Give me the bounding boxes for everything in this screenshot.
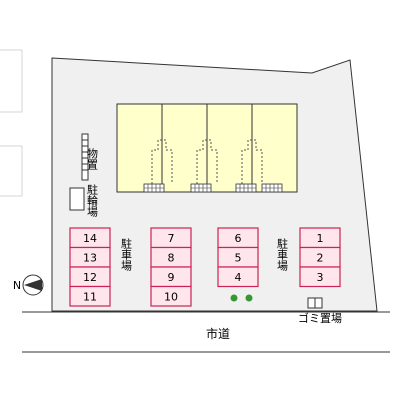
parking-space: [217, 266, 259, 288]
parking-space-number: 11: [83, 291, 97, 304]
apartment-building: [116, 103, 298, 193]
road-label: 市道: [206, 326, 230, 341]
parking-space: [299, 266, 341, 288]
tree-icon: [230, 294, 238, 302]
parking-space-number: 10: [164, 291, 178, 304]
building-unit: [161, 103, 208, 193]
building-unit: [116, 103, 163, 193]
tree-icon: [245, 294, 253, 302]
entrance-steps: [261, 183, 283, 193]
stair-outline: [151, 139, 173, 184]
parking-space-number: 2: [317, 252, 324, 265]
building-unit: [206, 103, 253, 193]
parking-space: [150, 285, 192, 307]
entrance-steps: [190, 183, 212, 193]
parking-space-number: 1: [317, 232, 324, 245]
parking-space-number: 13: [83, 252, 97, 265]
bicycle-parking-label: 駐輪場: [86, 183, 99, 218]
parking-space-number: 3: [317, 271, 324, 284]
neighbor-lines: [0, 49, 23, 197]
entrance-steps: [235, 183, 257, 193]
trees: [230, 294, 253, 302]
parking-space-number: 4: [235, 271, 242, 284]
stair-outline: [196, 139, 218, 184]
entrance-steps: [143, 183, 165, 193]
compass-north-icon: N: [13, 274, 44, 296]
parking-space-number: 14: [83, 232, 97, 245]
storage-shed: [81, 133, 89, 181]
parking-east-label: 駐車場: [276, 237, 289, 272]
storage-label: 物置: [86, 147, 99, 170]
parking-space-number: 6: [235, 232, 242, 245]
parking-space-number: 8: [168, 252, 175, 265]
parking-space: [69, 285, 111, 307]
parking-space-number: 7: [168, 232, 175, 245]
parking-west-label: 駐車場: [120, 237, 133, 272]
parking-space-number: 12: [83, 271, 97, 284]
garbage-label: ゴミ置場: [298, 311, 342, 325]
building-unit: [251, 103, 298, 193]
stair-outline: [241, 139, 263, 184]
compass-letter: N: [13, 279, 21, 292]
parking-space-number: 5: [235, 252, 242, 265]
parking-space-number: 9: [168, 271, 175, 284]
bicycle-parking-area: [69, 187, 85, 211]
